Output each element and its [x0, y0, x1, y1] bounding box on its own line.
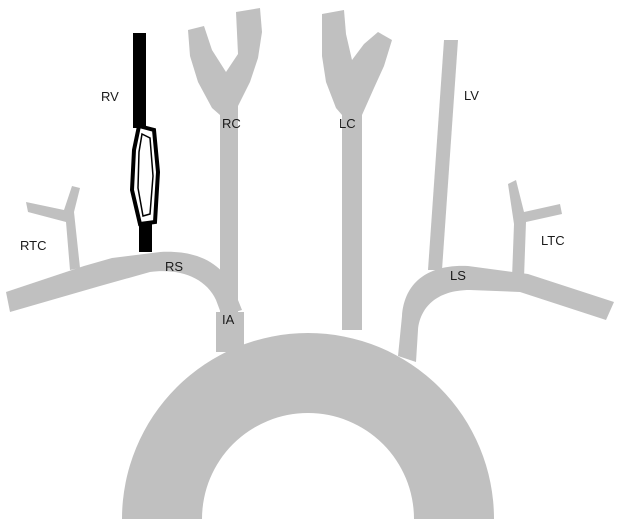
- left-subclavian-artery: [398, 266, 614, 362]
- right-vertebral-artery-base: [139, 222, 152, 252]
- label-ltc: LTC: [541, 233, 565, 248]
- right-vertebral-artery: [133, 33, 146, 128]
- left-thyrocervical-trunk: [508, 180, 562, 278]
- label-lc: LC: [339, 116, 356, 131]
- right-subclavian-artery: [6, 252, 242, 316]
- right-thyrocervical-trunk: [26, 186, 80, 270]
- left-vertebral-artery: [428, 40, 458, 270]
- label-ls: LS: [450, 268, 466, 283]
- label-ia: IA: [222, 312, 235, 327]
- label-rs: RS: [165, 259, 183, 274]
- aortic-arch: [122, 333, 494, 519]
- left-carotid-artery: [322, 10, 392, 330]
- label-lv: LV: [464, 88, 479, 103]
- label-rv: RV: [101, 89, 119, 104]
- right-vertebral-artery-inner: [138, 134, 153, 216]
- label-rc: RC: [222, 116, 241, 131]
- label-rtc: RTC: [20, 238, 46, 253]
